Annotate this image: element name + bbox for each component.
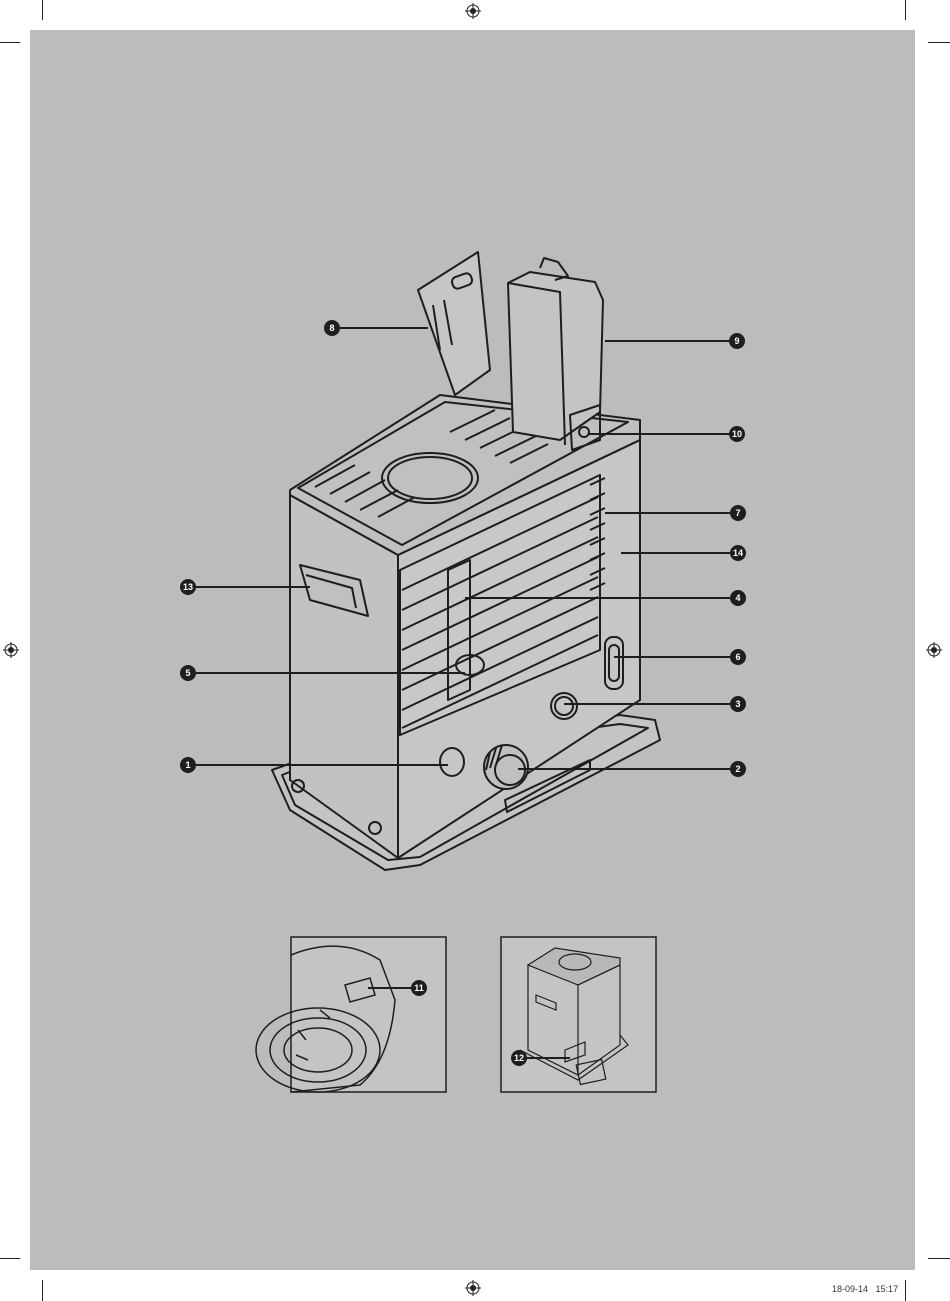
callout-6-label: 6 [735,652,740,662]
callout-13-label: 13 [183,582,193,592]
callout-9-label: 9 [734,336,739,346]
print-date: 18-09-14 [832,1284,868,1294]
callout-12-label: 12 [514,1053,524,1063]
callout-3-label: 3 [735,699,740,709]
callout-8-label: 8 [329,323,334,333]
burner-detail-illustration: 11 [256,937,446,1092]
heater-rear-detail-illustration: 12 [501,937,656,1092]
callout-10-label: 10 [732,429,742,439]
callout-4-label: 4 [735,593,740,603]
callout-7-label: 7 [735,508,740,518]
callout-1-label: 1 [185,760,190,770]
callout-11-label: 11 [414,983,424,993]
print-time: 15:17 [876,1284,899,1294]
callout-2-label: 2 [735,764,740,774]
print-stamp: 18-09-14 15:17 [832,1284,898,1294]
callout-14-label: 14 [733,548,743,558]
callout-5-label: 5 [185,668,190,678]
